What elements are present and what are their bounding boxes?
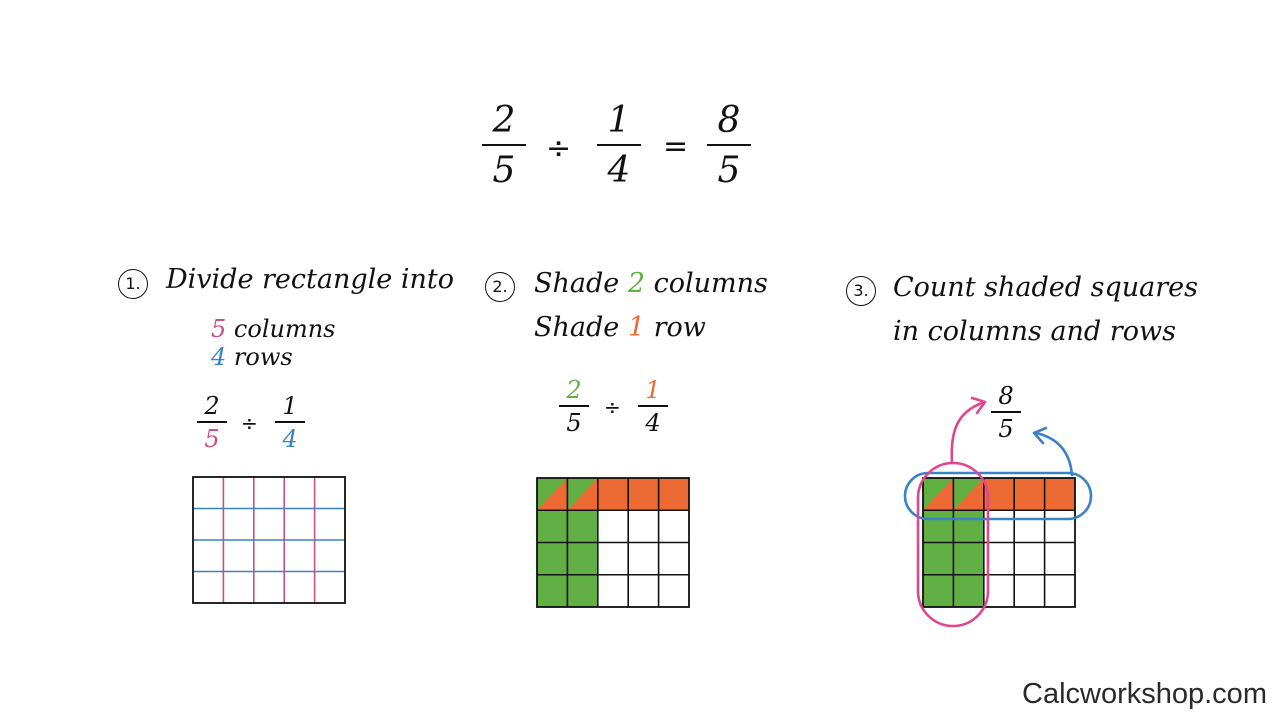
fraction-denominator: 5: [998, 414, 1014, 443]
fraction-bar: [275, 421, 305, 423]
column-shaded-cell: [567, 510, 598, 543]
step2-fraction-a: 2 5: [558, 378, 590, 435]
shade-row-line: Shade 1 row: [534, 312, 706, 343]
step2-grid: [536, 477, 690, 608]
step2-fraction-b: 1 4: [637, 378, 669, 435]
fraction-numerator: 2: [566, 376, 582, 404]
divide-sign: ÷: [604, 395, 621, 419]
step3-result-fraction: 8 5: [990, 384, 1022, 441]
step3-annotations: [903, 396, 1093, 628]
fraction-bar: [638, 405, 668, 407]
count-line-1: Count shaded squares: [893, 272, 1198, 303]
brand-watermark: Calcworkshop.com: [1022, 678, 1267, 710]
column-shaded-cell: [953, 574, 984, 607]
grid-outline: [536, 477, 690, 608]
step-number-badge: 3.: [846, 276, 876, 306]
columns-count: 5: [211, 315, 227, 343]
column-shaded-cell: [953, 510, 984, 543]
fraction-bar: [559, 405, 589, 407]
row-loop: [903, 471, 1093, 521]
step1-fraction-a: 2 5: [196, 394, 228, 451]
equals-sign: =: [663, 129, 689, 164]
row-shaded-cell: [597, 478, 629, 511]
column-shaded-cell: [567, 542, 598, 575]
fraction-numerator: 1: [607, 100, 631, 141]
count-line-2: in columns and rows: [893, 316, 1176, 347]
columns-label: columns: [233, 315, 336, 343]
grid-outline: [922, 477, 1076, 608]
blue-arrow: [1034, 431, 1074, 477]
columns-label: columns: [653, 268, 768, 299]
fraction-numerator: 2: [204, 392, 220, 420]
divide-sign: ÷: [546, 131, 572, 166]
fraction-denominator: 5: [204, 424, 220, 453]
row-label: row: [653, 312, 706, 343]
column-shaded-cell: [567, 574, 598, 607]
shade-label: Shade: [534, 268, 620, 299]
column-shaded-cell: [537, 574, 568, 607]
main-fraction-a: 2 5: [481, 103, 527, 189]
column-shaded-cell: [923, 574, 954, 607]
fraction-bar: [597, 144, 641, 146]
fraction-denominator: 5: [492, 150, 516, 191]
grid-outline: [192, 476, 346, 604]
step3-grid: [922, 477, 1076, 608]
step1-grid: [192, 476, 346, 604]
step-title: Divide rectangle into: [166, 264, 454, 295]
main-fraction-result: 8 5: [706, 103, 752, 189]
divide-sign: ÷: [241, 411, 258, 435]
fraction-bar: [991, 411, 1021, 413]
fraction-denominator: 4: [607, 150, 631, 191]
rows-label: rows: [233, 343, 293, 371]
shade-columns-count: 2: [627, 268, 646, 299]
pink-arrow: [950, 401, 984, 465]
rows-count: 4: [211, 343, 227, 371]
fraction-numerator: 1: [282, 392, 298, 420]
row-shaded-cell: [1044, 478, 1075, 511]
step-number-badge: 2.: [485, 272, 515, 302]
column-shaded-cell: [923, 510, 954, 543]
fraction-bar: [482, 144, 526, 146]
shade-label: Shade: [534, 312, 620, 343]
main-fraction-b: 1 4: [596, 103, 642, 189]
step1-fraction-b: 1 4: [274, 394, 306, 451]
row-shaded-cell: [658, 478, 689, 511]
row-shaded-cell: [628, 478, 659, 511]
column-shaded-cell: [537, 510, 568, 543]
column-shaded-cell: [923, 542, 954, 575]
overlap-cell-half: [537, 478, 568, 511]
fraction-denominator: 5: [566, 408, 582, 437]
fraction-numerator: 2: [492, 100, 516, 141]
overlap-cell-half: [923, 478, 954, 511]
pink-arrowhead: [970, 396, 987, 415]
overlap-cell-half: [567, 478, 598, 511]
columns-line: 5 columns: [211, 315, 335, 343]
column-shaded-cell: [953, 542, 984, 575]
fraction-bar: [707, 144, 751, 146]
shade-row-count: 1: [627, 312, 646, 343]
fraction-denominator: 5: [717, 150, 741, 191]
fraction-denominator: 4: [645, 408, 661, 437]
fraction-numerator: 1: [645, 376, 661, 404]
row-shaded-cell: [1014, 478, 1045, 511]
column-shaded-cell: [537, 542, 568, 575]
step-number-badge: 1.: [118, 269, 148, 299]
fraction-bar: [197, 421, 227, 423]
overlap-cell-half: [953, 478, 984, 511]
fraction-numerator: 8: [717, 100, 741, 141]
blue-arrowhead: [1032, 426, 1048, 445]
shade-columns-line: Shade 2 columns: [534, 268, 768, 299]
rows-line: 4 rows: [211, 343, 293, 371]
fraction-numerator: 8: [998, 382, 1014, 410]
fraction-denominator: 4: [282, 424, 298, 453]
